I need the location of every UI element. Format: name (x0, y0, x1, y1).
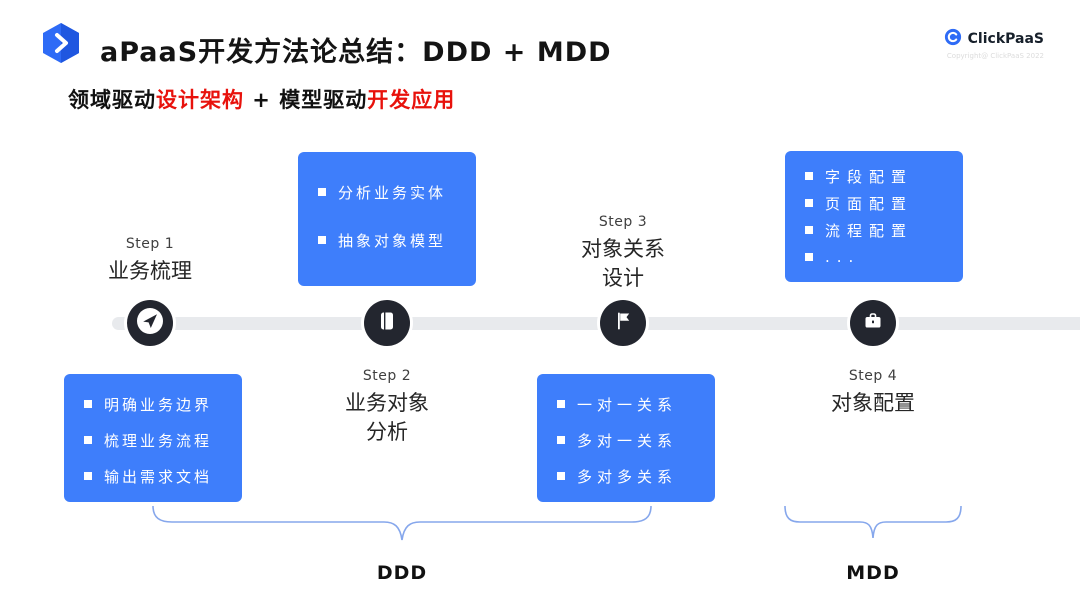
callout-item: 分析业务实体 (318, 178, 476, 206)
subtitle-part: + 模型驱动 (244, 88, 368, 112)
hexagon-logo-icon (38, 20, 84, 70)
mdd-group-label: MDD (846, 562, 900, 584)
step3-callout: 一对一关系 多对一关系 多对多关系 (537, 374, 715, 502)
step3-caption: Step 3 对象关系 设计 (533, 214, 713, 293)
briefcase-icon (862, 310, 884, 336)
subtitle-part: 领域驱动 (68, 88, 156, 112)
ddd-brace (152, 504, 652, 554)
mdd-brace (784, 504, 962, 554)
brand-block: ClickPaaS Copyright@ ClickPaaS 2022 (944, 28, 1044, 60)
step1-caption: Step 1 业务梳理 (60, 236, 240, 286)
step4-caption: Step 4 对象配置 (783, 368, 963, 418)
callout-item: 流程配置 (805, 218, 963, 242)
bullet-square-icon (318, 236, 326, 244)
bullet-square-icon (84, 472, 92, 480)
bullet-square-icon (805, 199, 813, 207)
callout-item: 页面配置 (805, 191, 963, 215)
callout-item: 输出需求文档 (84, 462, 242, 490)
callout-item: 多对多关系 (557, 462, 715, 490)
step3-label: Step 3 (598, 214, 648, 230)
callout-item: 字段配置 (805, 164, 963, 188)
bullet-square-icon (318, 188, 326, 196)
step2-callout: 分析业务实体 抽象对象模型 (298, 152, 476, 286)
book-icon (376, 310, 398, 336)
brand-copyright: Copyright@ ClickPaaS 2022 (946, 52, 1044, 60)
step4-callout: 字段配置 页面配置 流程配置 ... (785, 151, 963, 282)
timeline-bar (112, 317, 1080, 330)
subtitle-part-red: 设计架构 (156, 88, 244, 112)
bullet-square-icon (805, 226, 813, 234)
clickpaas-logo-icon (944, 28, 962, 50)
step1-label: Step 1 (125, 236, 175, 252)
callout-item: ... (805, 245, 963, 269)
bullet-square-icon (805, 253, 813, 261)
bullet-square-icon (84, 436, 92, 444)
callout-item: 抽象对象模型 (318, 226, 476, 254)
step2-caption: Step 2 业务对象 分析 (297, 368, 477, 447)
step4-title: 对象配置 (831, 391, 915, 415)
flag-icon (612, 310, 634, 336)
subtitle: 领域驱动设计架构 + 模型驱动开发应用 (68, 84, 455, 114)
timeline-node-step4 (850, 300, 896, 346)
step1-callout: 明确业务边界 梳理业务流程 输出需求文档 (64, 374, 242, 502)
brand-name: ClickPaaS (967, 31, 1044, 47)
callout-item: 梳理业务流程 (84, 426, 242, 454)
callout-item: 一对一关系 (557, 390, 715, 418)
callout-item: 多对一关系 (557, 426, 715, 454)
step1-title: 业务梳理 (108, 259, 192, 283)
step3-title: 对象关系 设计 (581, 237, 665, 290)
bullet-square-icon (84, 400, 92, 408)
bullet-square-icon (557, 400, 565, 408)
bullet-square-icon (557, 472, 565, 480)
paper-plane-icon (137, 308, 163, 338)
bullet-square-icon (557, 436, 565, 444)
ddd-group-label: DDD (376, 562, 428, 584)
step2-title: 业务对象 分析 (345, 391, 429, 444)
step4-label: Step 4 (848, 368, 898, 384)
timeline-node-step1 (127, 300, 173, 346)
timeline-node-step2 (364, 300, 410, 346)
callout-item: 明确业务边界 (84, 390, 242, 418)
timeline-node-step3 (600, 300, 646, 346)
bullet-square-icon (805, 172, 813, 180)
subtitle-part-red: 开发应用 (367, 88, 456, 112)
page-title: aPaaS开发方法论总结：DDD + MDD (100, 37, 612, 68)
step2-label: Step 2 (362, 368, 412, 384)
